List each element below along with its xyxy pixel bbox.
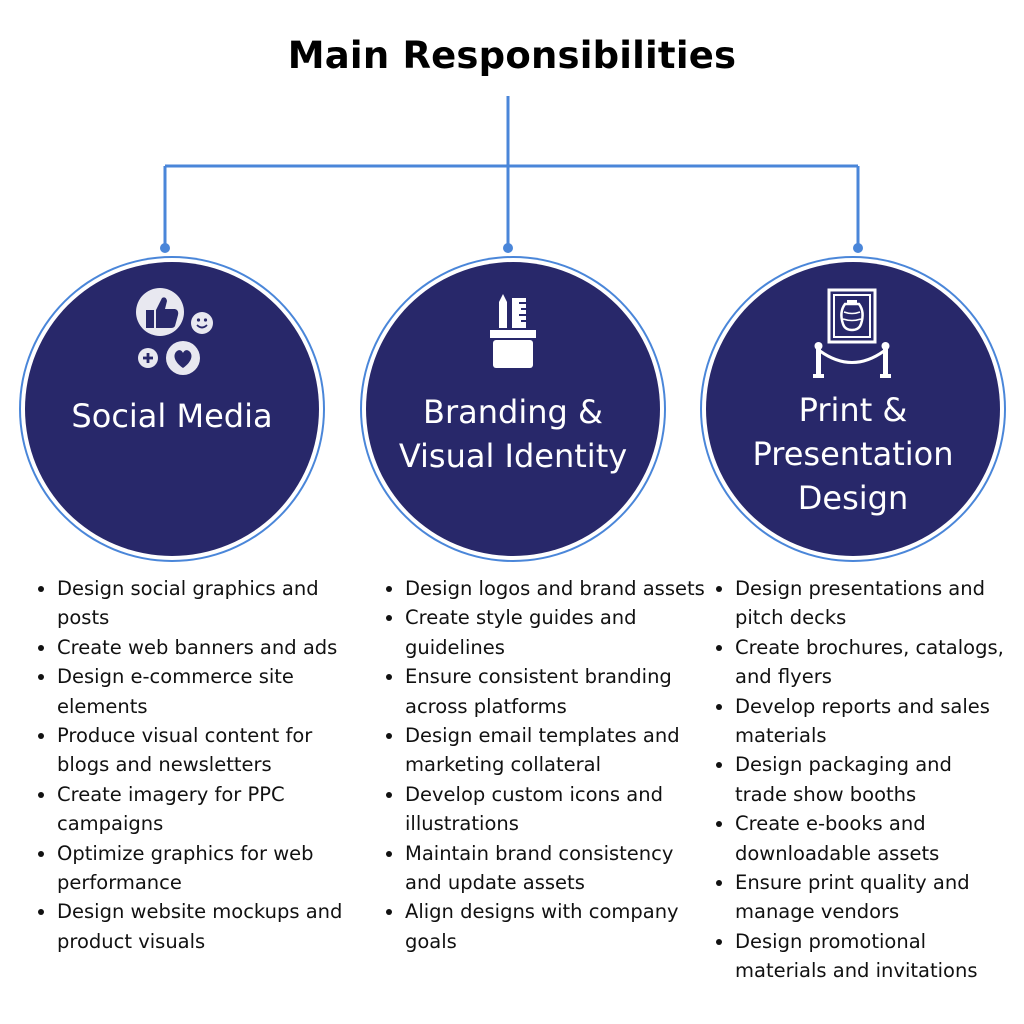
list-item: Design website mockups and product visua…: [38, 897, 357, 956]
list-item: Create brochures, catalogs, and flyers: [716, 633, 1005, 692]
list-item: Create e-books and downloadable assets: [716, 809, 1005, 868]
framed-vase-exhibit-icon: [813, 288, 891, 378]
category-circle-branding: Branding & Visual Identity: [366, 262, 660, 556]
list-item: Design promotional materials and invitat…: [716, 927, 1005, 986]
category-circle-print-presentation: Print & Presentation Design: [706, 262, 1000, 556]
list-item: Align designs with company goals: [386, 897, 705, 956]
page-title: Main Responsibilities: [287, 34, 737, 77]
category-circle-social-media: Social Media: [25, 262, 319, 556]
list-item: Create web banners and ads: [38, 633, 357, 662]
list-item: Design packaging and trade show booths: [716, 750, 1005, 809]
list-item: Design email templates and marketing col…: [386, 721, 705, 780]
list-item: Develop custom icons and illustrations: [386, 780, 705, 839]
list-item: Design logos and brand assets: [386, 574, 705, 603]
print-presentation-responsibilities-list: Design presentations and pitch decks Cre…: [716, 574, 1005, 986]
category-label-social-media: Social Media: [71, 397, 273, 435]
list-item: Produce visual content for blogs and new…: [38, 721, 357, 780]
social-media-responsibilities-list: Design social graphics and posts Create …: [38, 574, 357, 956]
list-item: Create imagery for PPC campaigns: [38, 780, 357, 839]
list-item: Design presentations and pitch decks: [716, 574, 1005, 633]
list-item: Optimize graphics for web performance: [38, 839, 357, 898]
social-reactions-icon: [136, 288, 213, 375]
list-item: Ensure print quality and manage vendors: [716, 868, 1005, 927]
list-item: Develop reports and sales materials: [716, 692, 1005, 751]
connector-node-left: [160, 243, 170, 253]
branding-responsibilities-list: Design logos and brand assets Create sty…: [386, 574, 705, 956]
list-item: Create style guides and guidelines: [386, 603, 705, 662]
list-item: Ensure consistent branding across platfo…: [386, 662, 705, 721]
list-item: Design e-commerce site elements: [38, 662, 357, 721]
category-label-branding: Branding & Visual Identity: [398, 393, 628, 475]
connector-node-right: [853, 243, 863, 253]
list-item: Design social graphics and posts: [38, 574, 357, 633]
category-label-print-presentation: Print & Presentation Design: [752, 391, 954, 517]
connector-node-center: [503, 243, 513, 253]
pencil-ruler-cup-icon: [490, 294, 536, 368]
list-item: Maintain brand consistency and update as…: [386, 839, 705, 898]
